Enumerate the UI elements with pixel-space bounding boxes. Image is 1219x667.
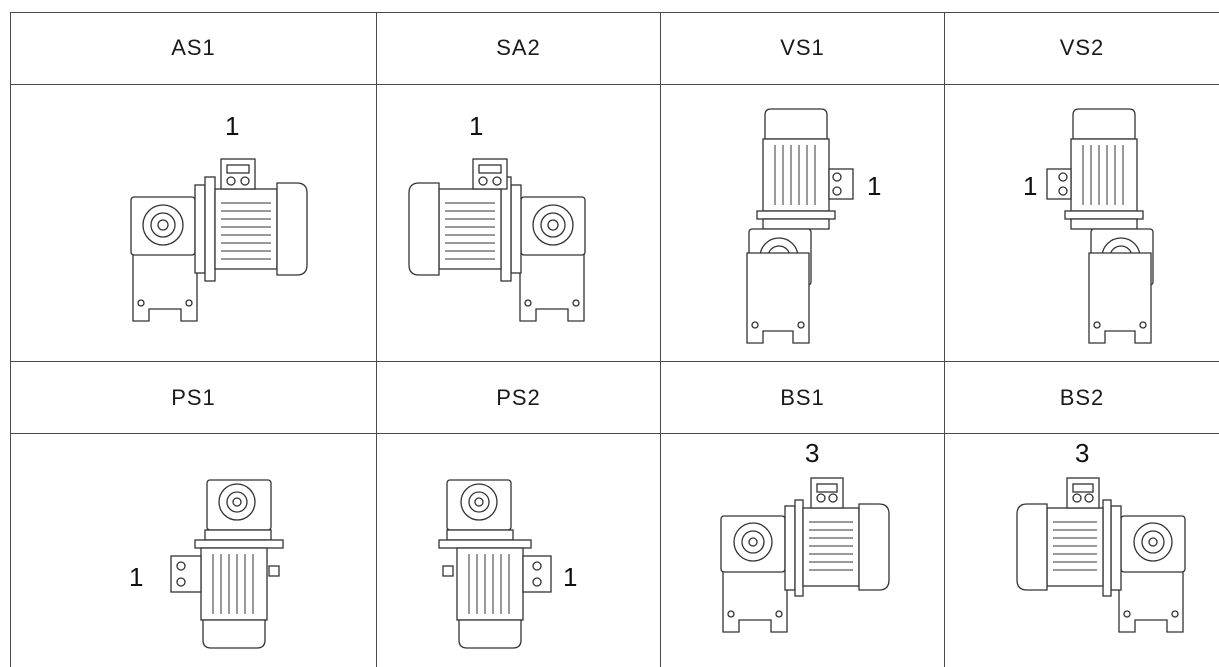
terminal-box-position-label: 1 bbox=[225, 111, 240, 141]
table-col-divider bbox=[944, 12, 945, 667]
terminal-box-position-label: 1 bbox=[469, 111, 484, 141]
gearmotor-vertical-icon bbox=[438, 479, 552, 649]
header-cell: SA2 bbox=[496, 35, 541, 60]
diagram-cell-vs1: 1 bbox=[661, 85, 944, 361]
terminal-box-position-label: 1 bbox=[1023, 171, 1038, 201]
terminal-box-position-label: 1 bbox=[867, 171, 882, 201]
header-cell: VS2 bbox=[1059, 35, 1105, 60]
diagram-cell-ps1: 1 bbox=[11, 434, 376, 667]
table-col-divider bbox=[660, 12, 661, 667]
header-cell: PS2 bbox=[496, 385, 541, 410]
diagram-cell-vs2: 1 bbox=[945, 85, 1219, 361]
terminal-box-position-label: 1 bbox=[563, 562, 578, 592]
gearmotor-vertical-icon bbox=[1046, 108, 1154, 344]
diagram-cell-ps2: 1 bbox=[377, 434, 660, 667]
gearmotor-horizontal-icon bbox=[408, 158, 586, 322]
table-row-divider bbox=[10, 433, 1219, 434]
header-cell: VS1 bbox=[780, 35, 825, 60]
terminal-box-position-label: 3 bbox=[1075, 438, 1090, 468]
gearmotor-vertical-icon bbox=[746, 108, 854, 344]
gearmotor-horizontal-icon bbox=[130, 158, 308, 322]
header-cell: BS1 bbox=[780, 385, 825, 410]
table-top-border bbox=[10, 12, 1219, 13]
gearmotor-vertical-icon bbox=[170, 479, 284, 649]
header-cell: AS1 bbox=[171, 35, 216, 60]
diagram-cell-bs2: 3 bbox=[945, 434, 1219, 667]
diagram-cell-as1: 1 bbox=[11, 85, 376, 361]
header-cell: PS1 bbox=[171, 385, 216, 410]
table-row-divider bbox=[10, 361, 1219, 362]
diagram-cell-sa2: 1 bbox=[377, 85, 660, 361]
terminal-box-position-label: 3 bbox=[805, 438, 820, 468]
table-col-divider bbox=[376, 12, 377, 667]
terminal-box-position-label: 1 bbox=[129, 562, 144, 592]
diagram-cell-bs1: 3 bbox=[661, 434, 944, 667]
gearmotor-horizontal-icon bbox=[1016, 477, 1186, 633]
table-left-border bbox=[10, 12, 11, 667]
gearmotor-horizontal-icon bbox=[720, 477, 890, 633]
table-row-divider bbox=[10, 84, 1219, 85]
header-cell: BS2 bbox=[1059, 385, 1105, 410]
